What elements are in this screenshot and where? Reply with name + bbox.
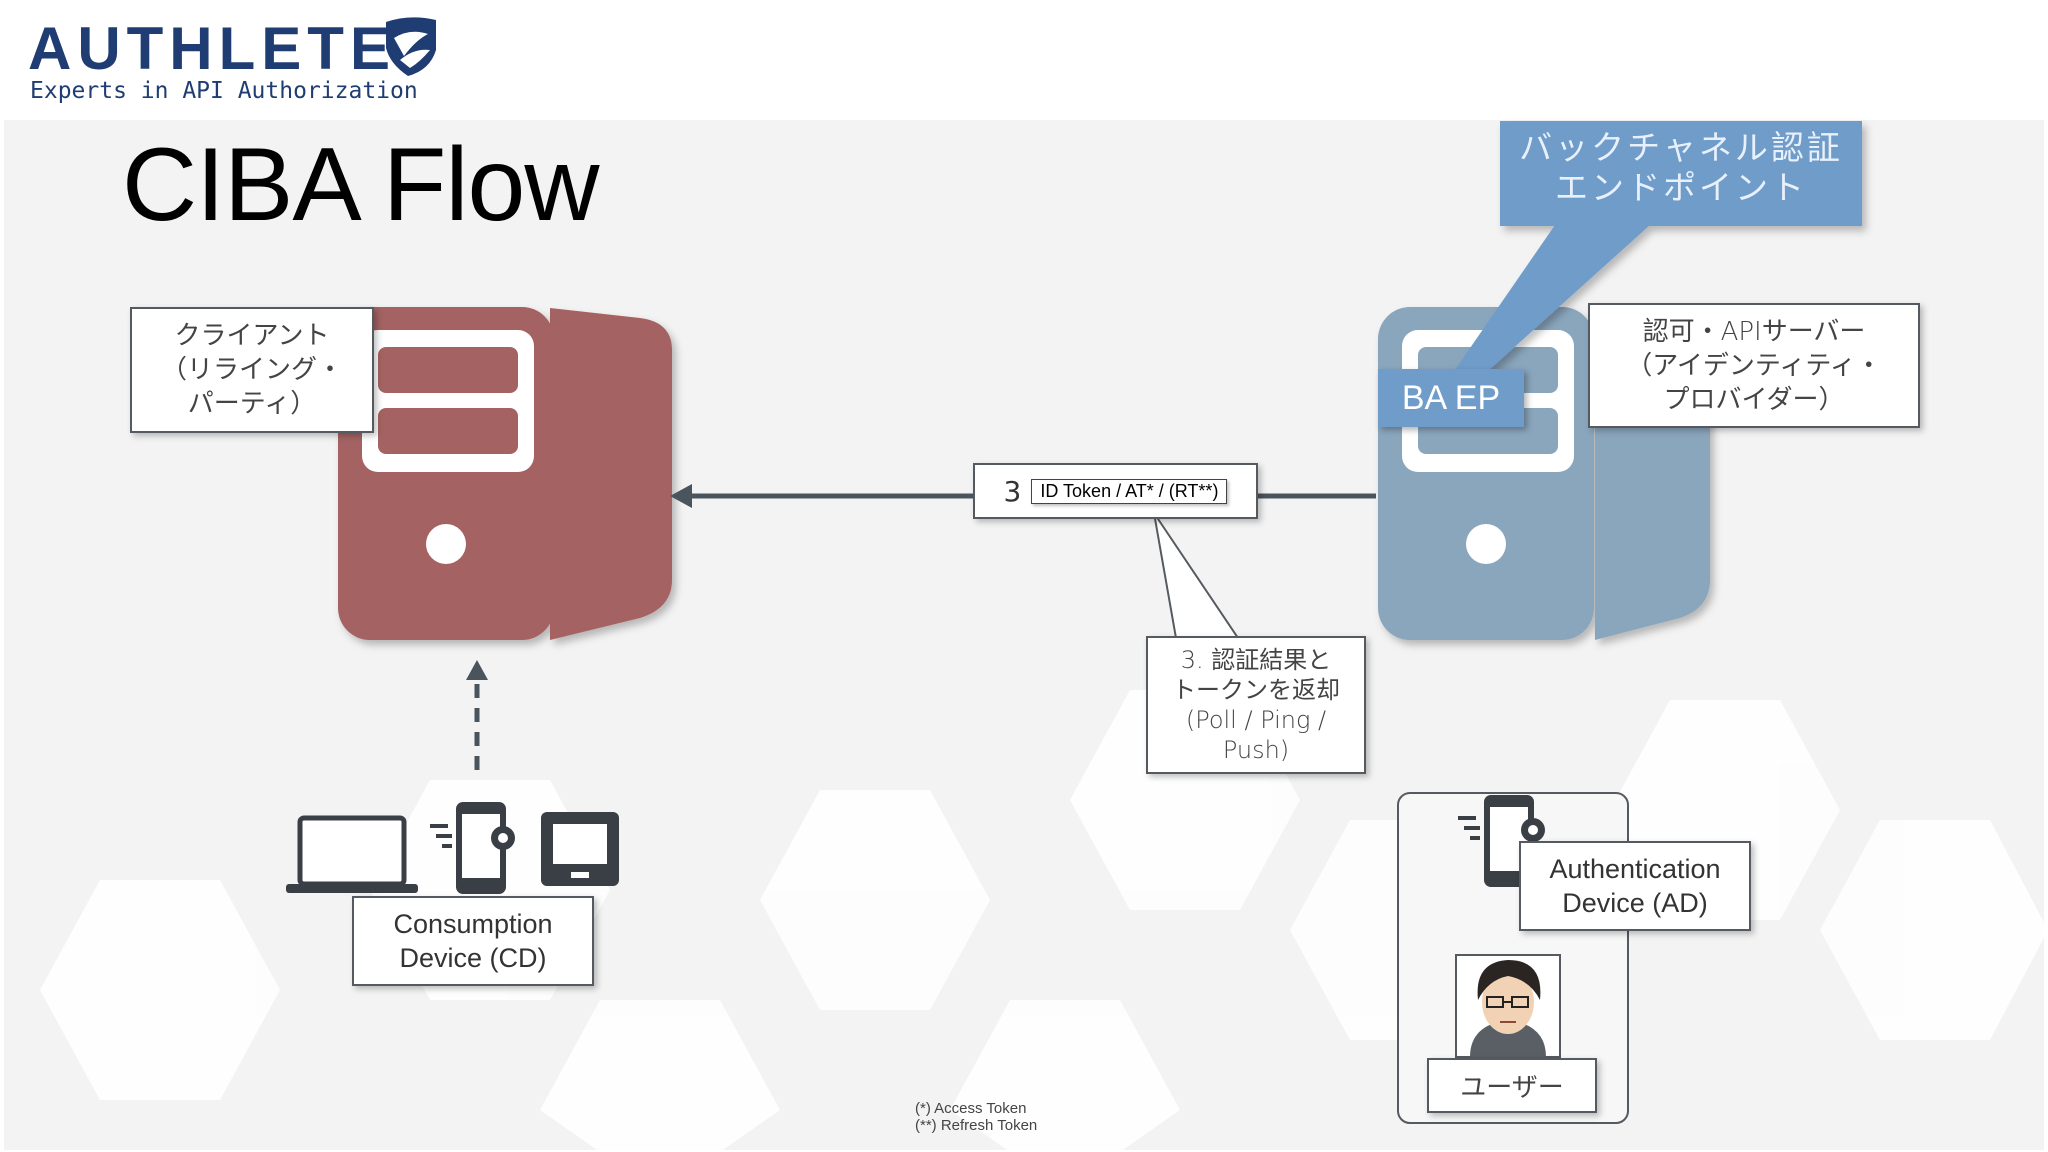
backchannel-callout-shape — [1448, 121, 1862, 380]
tablet-icon — [541, 812, 619, 886]
authentication-device-label: Authentication Device (AD) — [1519, 841, 1751, 931]
laptop-icon — [286, 815, 418, 893]
ba-ep-label: BA EP — [1378, 369, 1524, 427]
server-label-line: 認可・APIサーバー — [1642, 316, 1866, 347]
step-callout-line: Push) — [1222, 736, 1290, 764]
server-label: 認可・APIサーバー （アイデンティティ・ プロバイダー） — [1588, 303, 1920, 428]
page-title: CIBA Flow — [122, 127, 599, 243]
client-label: クライアント （リライング・ パーティ） — [130, 307, 374, 433]
step-number: 3 — [1003, 474, 1022, 508]
logo-tagline: Experts in API Authorization — [30, 78, 418, 104]
slide-background — [4, 120, 2044, 1150]
step-callout-line: (Poll / Ping / — [1185, 706, 1327, 734]
smartphone-settings-icon — [430, 802, 515, 894]
user-avatar — [1455, 954, 1561, 1058]
user-label: ユーザー — [1427, 1058, 1597, 1113]
server-label-line: （アイデンティティ・ — [1626, 350, 1882, 381]
client-label-line: （リライング・ — [160, 355, 343, 385]
step-callout-line: 3. 認証結果と — [1180, 646, 1332, 674]
consumption-device-label: Consumption Device (CD) — [352, 896, 594, 986]
ad-label-line: Device (AD) — [1562, 888, 1708, 918]
server-label-line: プロバイダー） — [1663, 384, 1845, 415]
logo-wordmark: AUTHLETE — [28, 15, 396, 82]
ad-smartphone-settings-icon — [1458, 795, 1545, 887]
step-label: 3 ID Token / AT* / (RT**) — [973, 463, 1258, 519]
callout-line: エンドポイント — [1555, 168, 1807, 207]
cd-label-line: Device (CD) — [399, 943, 547, 973]
callout-line: バックチャネル認証 — [1519, 128, 1843, 167]
step-callout-line: トークンを返却 — [1172, 676, 1340, 704]
footnotes: (*) Access Token (**) Refresh Token — [915, 1100, 1037, 1134]
client-label-line: パーティ） — [187, 389, 317, 419]
backchannel-endpoint-callout: バックチャネル認証 エンドポイント — [1500, 128, 1862, 208]
cd-label-line: Consumption — [393, 909, 553, 939]
token-chip: ID Token / AT* / (RT**) — [1031, 478, 1228, 504]
cd-dashed-arrow — [466, 660, 488, 770]
client-label-line: クライアント — [174, 321, 330, 351]
step-callout: 3. 認証結果と トークンを返却 (Poll / Ping / Push) — [1146, 636, 1366, 774]
footnote-line: (*) Access Token — [915, 1100, 1027, 1117]
footnote-line: (**) Refresh Token — [915, 1117, 1038, 1134]
ad-label-line: Authentication — [1549, 854, 1721, 884]
client-server-icon — [338, 307, 672, 640]
authlete-logo-icon — [386, 17, 436, 76]
